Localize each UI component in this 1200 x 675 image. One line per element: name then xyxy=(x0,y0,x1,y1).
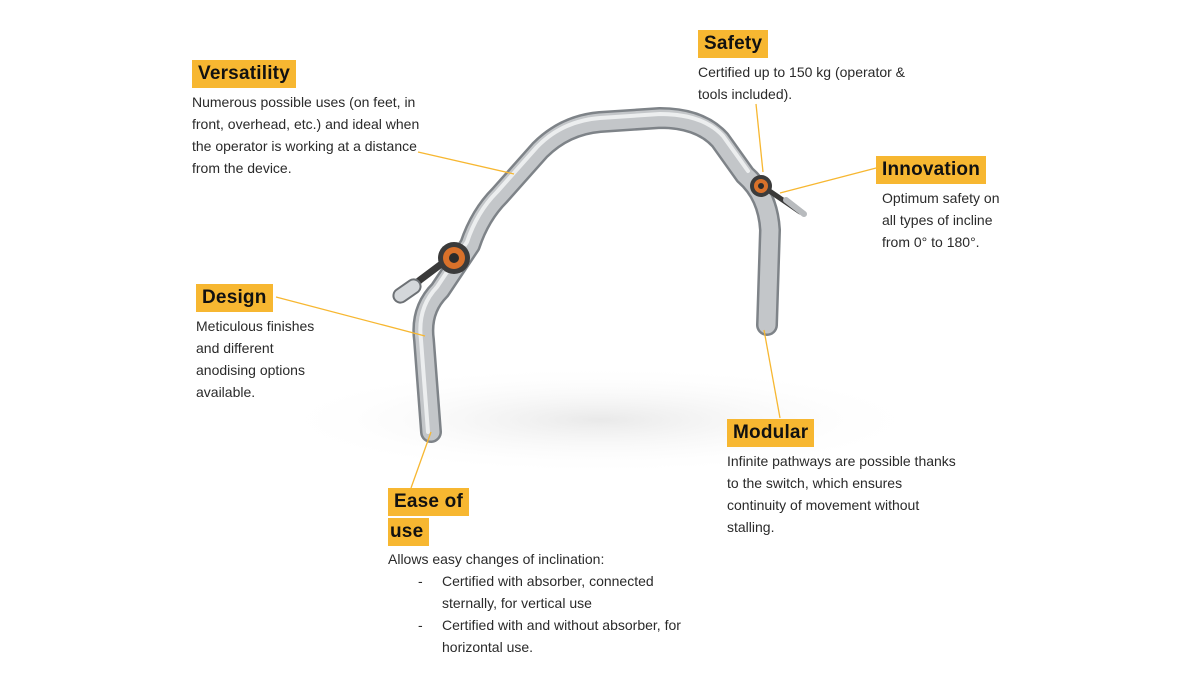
callout-safety: Safety Certified up to 150 kg (operator … xyxy=(698,30,905,105)
ease-of-use-description: Allows easy changes of inclination: - Ce… xyxy=(388,548,681,658)
leader-lines xyxy=(275,103,881,489)
callout-design: Design Meticulous finishes and different… xyxy=(196,284,314,403)
bullet-line: Certified with absorber, connected xyxy=(442,573,654,589)
design-line: Meticulous finishes xyxy=(196,318,315,334)
callout-innovation: Innovation Optimum safety on all types o… xyxy=(876,156,1000,253)
modular-line: to the switch, which ensures xyxy=(727,475,903,491)
versatility-line: front, overhead, etc.) and ideal when xyxy=(192,116,420,132)
ease-of-use-intro: Allows easy changes of inclination: xyxy=(388,551,605,567)
modular-line: stalling. xyxy=(727,519,775,535)
bullet-dash: - xyxy=(418,617,423,633)
left-sliding-device xyxy=(392,242,470,304)
innovation-description: Optimum safety on all types of incline f… xyxy=(876,187,1000,253)
bullet-line: horizontal use. xyxy=(442,639,534,655)
safety-line: Certified up to 150 kg (operator & xyxy=(698,64,906,80)
leader-line-versatility xyxy=(417,151,515,175)
ease-of-use-bullet: - Certified with and without absorber, f… xyxy=(388,614,681,658)
design-line: available. xyxy=(196,384,256,400)
design-description: Meticulous finishes and different anodis… xyxy=(196,315,314,403)
versatility-line: from the device. xyxy=(192,160,292,176)
callout-versatility: Versatility Numerous possible uses (on f… xyxy=(192,60,419,179)
versatility-description: Numerous possible uses (on feet, in fron… xyxy=(192,91,419,179)
callout-modular: Modular Infinite pathways are possible t… xyxy=(727,419,956,538)
modular-heading: Modular xyxy=(727,419,815,447)
safety-heading: Safety xyxy=(698,30,769,58)
callout-ease-of-use: Ease of use Allows easy changes of incli… xyxy=(388,488,681,658)
bullet-line: sternally, for vertical use xyxy=(442,595,592,611)
innovation-line: all types of incline xyxy=(882,212,993,228)
safety-description: Certified up to 150 kg (operator & tools… xyxy=(698,61,905,105)
leader-line-innovation xyxy=(779,166,881,194)
modular-description: Infinite pathways are possible thanks to… xyxy=(727,450,956,538)
leader-line-ease xyxy=(410,431,432,489)
leader-line-modular xyxy=(763,329,781,419)
ease-of-use-heading-line: Ease of xyxy=(388,488,469,516)
right-sliding-device xyxy=(750,175,807,217)
innovation-line: Optimum safety on xyxy=(882,190,1000,206)
innovation-heading: Innovation xyxy=(876,156,987,184)
leader-line-design xyxy=(275,296,426,337)
versatility-heading: Versatility xyxy=(192,60,296,88)
modular-line: Infinite pathways are possible thanks xyxy=(727,453,956,469)
modular-line: continuity of movement without xyxy=(727,497,920,513)
leader-line-safety xyxy=(755,103,764,173)
bullet-line: Certified with and without absorber, for xyxy=(442,617,681,633)
versatility-line: the operator is working at a distance xyxy=(192,138,417,154)
design-line: and different xyxy=(196,340,274,356)
ease-of-use-heading-line: use xyxy=(388,518,430,546)
innovation-line: from 0° to 180°. xyxy=(882,234,980,250)
bullet-dash: - xyxy=(418,573,423,589)
curved-rail xyxy=(412,107,781,443)
safety-line: tools included). xyxy=(698,86,793,102)
design-line: anodising options xyxy=(196,362,305,378)
ease-of-use-bullet: - Certified with absorber, connected ste… xyxy=(388,570,681,614)
design-heading: Design xyxy=(196,284,273,312)
versatility-line: Numerous possible uses (on feet, in xyxy=(192,94,416,110)
